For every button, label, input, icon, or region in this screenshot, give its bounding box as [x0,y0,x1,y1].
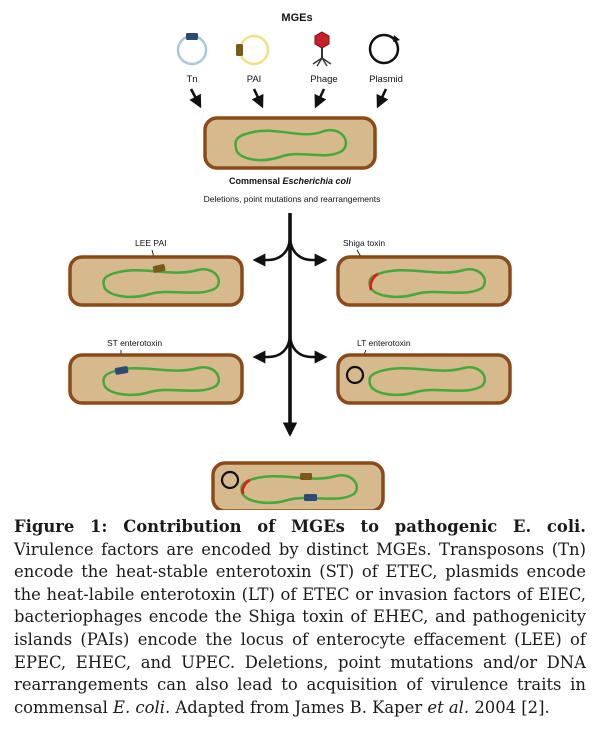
mge-label-plasmid: Plasmid [369,74,403,85]
caption-et-al: et al. [427,697,470,717]
caption-adapted: . Adapted from James B. Kaper [164,697,428,717]
commensal-cell [203,116,377,170]
cell-lt-enterotoxin [336,353,512,405]
mge-label-tn: Tn [186,74,197,85]
figure-caption: Figure 1: Contribution of MGEs to pathog… [14,516,586,719]
phage-icon [312,31,332,67]
mge-label-pai: PAI [247,74,262,85]
process-note: Deletions, point mutations and rearrange… [204,194,381,204]
caption-species: E. coli [113,697,165,717]
pathogenic-cell [211,461,385,510]
cell-shiga-toxin [336,255,512,307]
label-shiga-toxin: Shiga toxin [343,238,385,248]
mge-arrows [189,88,389,109]
plasmid-icon [368,33,400,65]
pai-plasmid-icon [236,34,270,66]
branch-arrows-row2 [252,332,328,364]
mge-label-phage: Phage [310,74,337,85]
label-lee-pai: LEE PAI [135,238,167,248]
diagram-title: MGEs [281,12,312,24]
label-lt-enterotoxin: LT enterotoxin [357,338,411,348]
mge-diagram: MGEs Tn PAI Phage Plasmid Commensal Esch… [68,12,512,510]
commensal-label: Commensal Escherichia coli [229,176,352,186]
cell-st-enterotoxin [68,353,244,405]
branch-arrows-row1 [252,235,328,267]
label-st-enterotoxin: ST enterotoxin [107,338,162,348]
caption-body: Virulence factors are encoded by distinc… [14,539,586,717]
cell-lee-pai [68,255,244,307]
caption-title: Figure 1: Contribution of MGEs to pathog… [14,517,586,536]
caption-reference: 2004 [2]. [469,697,550,717]
transposon-plasmid-icon [176,33,208,66]
